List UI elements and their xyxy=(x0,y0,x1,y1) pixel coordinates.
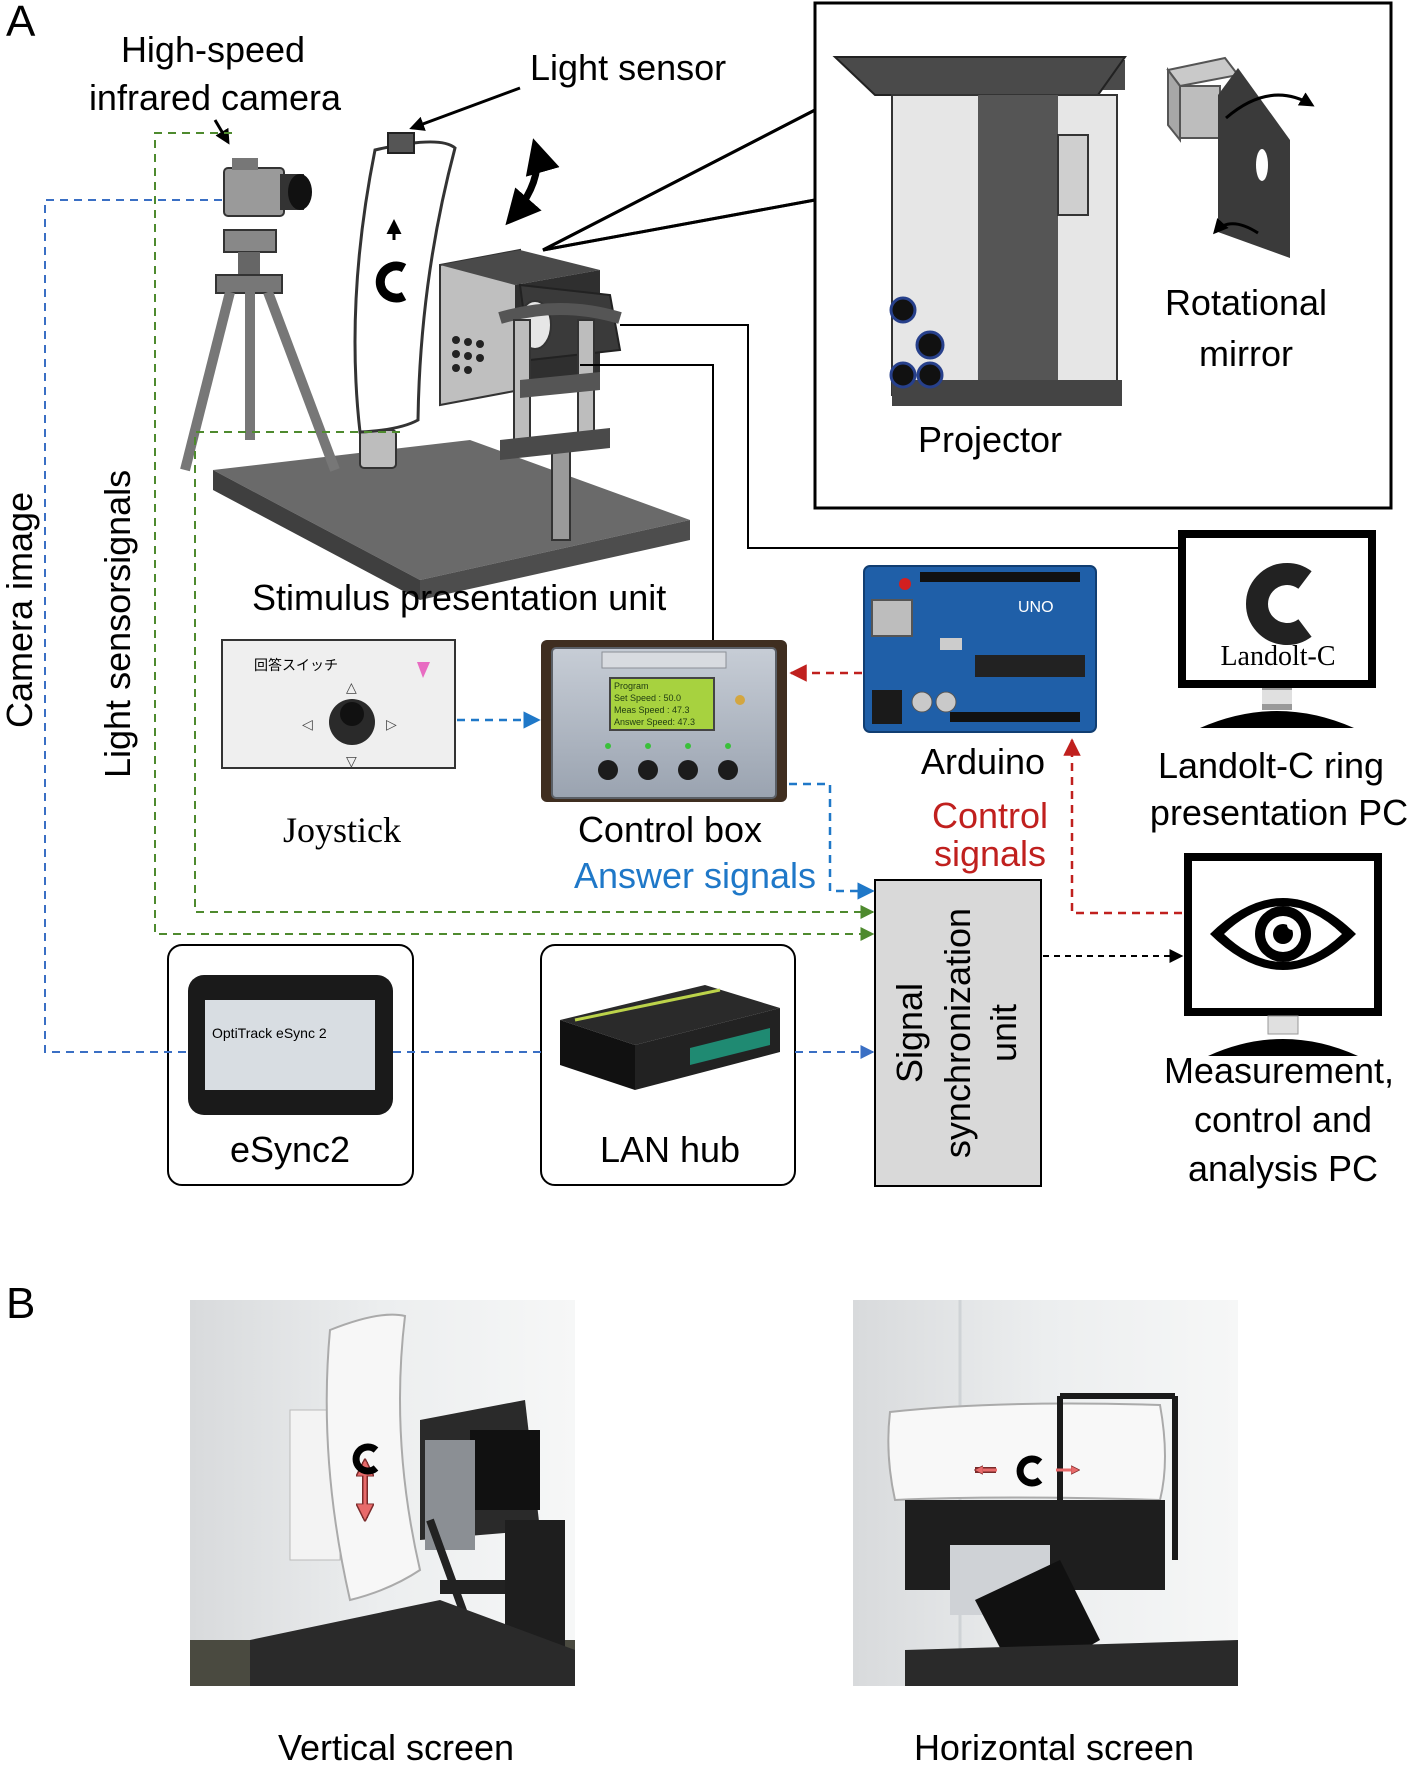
arduino-label: Arduino xyxy=(921,741,1045,782)
camera-image-label: Camera image xyxy=(0,492,40,728)
esync2-device-text: OptiTrack eSync 2 xyxy=(212,1025,327,1041)
landolt-c-icon xyxy=(1246,563,1312,645)
signal-sync-line3: unit xyxy=(983,1004,1024,1062)
esync2-label: eSync2 xyxy=(230,1129,350,1170)
light-sensor-icon xyxy=(387,132,415,154)
measurement-pc-line3: analysis PC xyxy=(1188,1148,1378,1189)
lcd-line-3: Meas Speed : 47.3 xyxy=(614,705,690,715)
joystick-label: Joystick xyxy=(283,810,401,850)
esync2-device: OptiTrack eSync 2 xyxy=(188,975,393,1115)
eye-icon xyxy=(1210,898,1356,970)
camera-label-arrow xyxy=(213,119,230,145)
light-sensor-arrow xyxy=(409,86,521,131)
svg-text:△: △ xyxy=(346,679,357,695)
lcd-line-1: Program xyxy=(614,681,649,691)
control-signals-line2: signals xyxy=(934,833,1046,874)
tripod-icon xyxy=(180,229,340,472)
svg-text:▽: ▽ xyxy=(346,753,357,769)
rotational-mirror-line2: mirror xyxy=(1199,333,1293,374)
light-sensor-line-inner xyxy=(194,431,875,919)
vertical-screen-photo xyxy=(190,1300,575,1686)
panel-a-letter: A xyxy=(6,0,36,46)
mirror-icon xyxy=(1166,56,1315,258)
light-sensor-signals-label: Light sensorsignals xyxy=(97,470,138,778)
horizontal-screen-photo xyxy=(853,1300,1238,1686)
control-box-photo: Program Set Speed : 50.0 Meas Speed : 47… xyxy=(541,640,787,802)
measurement-pc-line1: Measurement, xyxy=(1164,1050,1394,1091)
lan-hub-label: LAN hub xyxy=(600,1129,740,1170)
measurement-pc-line2: control and xyxy=(1194,1099,1372,1140)
rotational-mirror-line1: Rotational xyxy=(1165,282,1327,323)
signal-sync-line2: synchronization xyxy=(937,908,978,1158)
pc-to-arduino-line xyxy=(1063,738,1182,915)
answer-signal-line xyxy=(789,782,875,900)
lan-hub-device xyxy=(560,985,780,1090)
answer-signals-label: Answer signals xyxy=(574,855,816,896)
control-signals-line1: Control xyxy=(932,795,1048,836)
camera-label-line2: infrared camera xyxy=(89,77,342,118)
vertical-screen-label: Vertical screen xyxy=(278,1727,514,1767)
camera-icon xyxy=(223,158,312,217)
landolt-screen-text: Landolt-C xyxy=(1220,641,1335,672)
stimulus-presentation-unit xyxy=(180,132,690,600)
light-sensor-label: Light sensor xyxy=(530,47,726,88)
light-sensor-line-outer xyxy=(154,132,875,941)
control-box-label: Control box xyxy=(578,809,762,850)
signal-sync-label: Signal synchronization unit xyxy=(889,908,1024,1158)
projector-icon xyxy=(832,56,1127,406)
rotate-arrow-icon xyxy=(505,138,560,226)
monitor-icon-landolt: Landolt-C xyxy=(1178,530,1376,728)
lcd-line-2: Set Speed : 50.0 xyxy=(614,693,681,703)
monitor-icon-measurement xyxy=(1184,853,1382,1056)
lcd-line-4: Answer Speed: 47.3 xyxy=(614,717,695,727)
landolt-pc-line1: Landolt-C ring xyxy=(1158,745,1384,786)
curved-screen xyxy=(353,140,457,434)
signal-sync-box xyxy=(874,879,1042,1187)
stimulus-unit-label: Stimulus presentation unit xyxy=(252,577,666,618)
joystick-panel-text: 回答スイッチ xyxy=(254,657,338,673)
arduino-photo: UNO xyxy=(863,565,1097,733)
svg-text:◁: ◁ xyxy=(302,716,313,732)
landolt-pc-line2: presentation PC xyxy=(1150,792,1408,833)
camera-label-line1: High-speed xyxy=(121,29,305,70)
panel-b-letter: B xyxy=(6,1279,35,1328)
horizontal-screen-label: Horizontal screen xyxy=(914,1727,1194,1767)
cable-unit-to-control-box xyxy=(580,364,714,640)
signal-sync-line1: Signal xyxy=(889,983,930,1083)
projector-label: Projector xyxy=(918,419,1062,460)
camera-image-line xyxy=(44,199,222,1053)
joystick-photo: 回答スイッチ △ ▽ ◁ ▷ xyxy=(221,639,456,769)
arduino-board-text: UNO xyxy=(1018,599,1054,616)
svg-text:▷: ▷ xyxy=(386,716,397,732)
